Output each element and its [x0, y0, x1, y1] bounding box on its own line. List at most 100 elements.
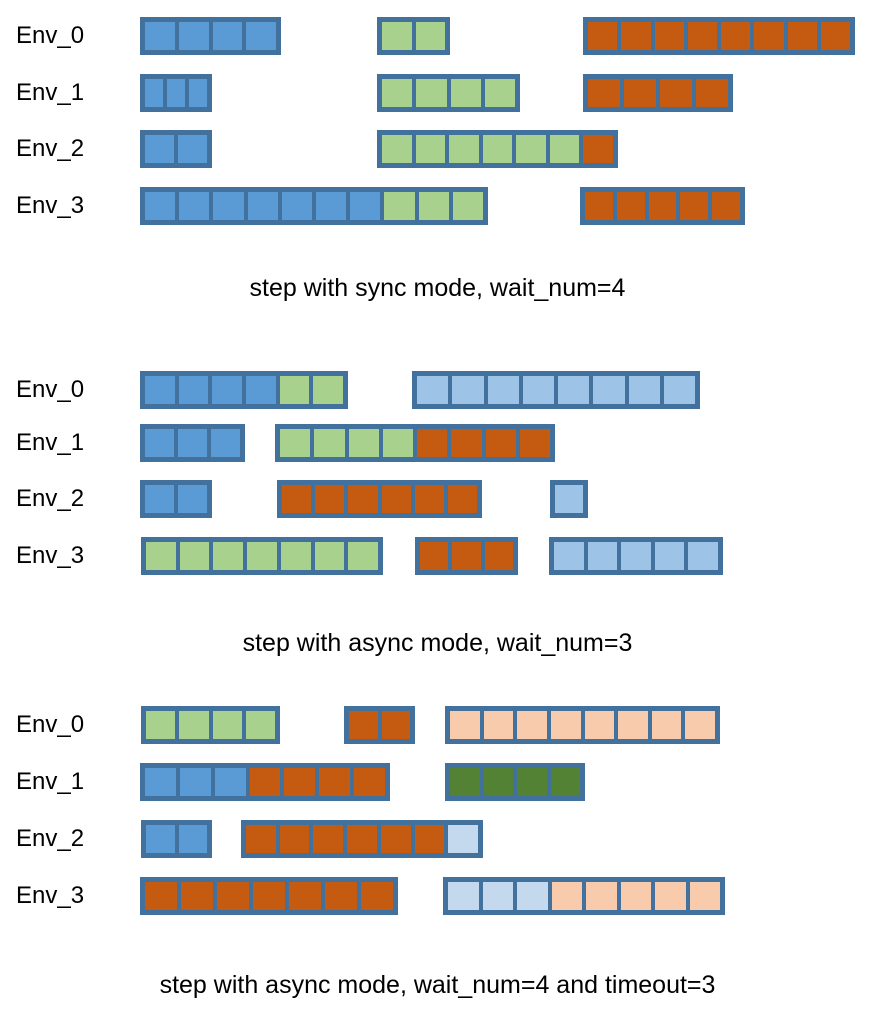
step-block-paleblue — [448, 825, 479, 853]
step-block-orange — [585, 192, 613, 220]
block-group — [241, 820, 483, 858]
block-group — [415, 537, 518, 575]
step-block-blue — [145, 485, 174, 513]
step-block-orange — [145, 882, 177, 910]
step-block-blue — [350, 192, 381, 220]
step-block-orange — [246, 825, 276, 853]
block-group — [583, 17, 855, 55]
step-block-orange — [654, 22, 684, 50]
step-block-blue — [179, 192, 210, 220]
step-block-peach — [550, 711, 581, 739]
panel-caption-async: step with async mode, wait_num=3 — [242, 629, 633, 657]
step-block-lightblue — [628, 376, 660, 404]
step-block-orange — [583, 135, 614, 163]
step-block-peach — [450, 711, 480, 739]
step-block-blue — [145, 429, 174, 457]
step-block-orange — [588, 22, 618, 50]
block-group — [377, 17, 450, 55]
step-block-orange — [660, 79, 692, 107]
env-label: Env_2 — [16, 135, 85, 162]
env-label: Env_1 — [16, 79, 85, 106]
step-block-blue — [247, 192, 278, 220]
step-block-orange — [696, 79, 728, 107]
step-block-orange — [315, 485, 345, 513]
block-group — [583, 74, 733, 112]
step-block-green — [516, 135, 546, 163]
step-block-orange — [417, 429, 448, 457]
step-block-orange — [325, 882, 357, 910]
block-group — [550, 480, 588, 518]
step-block-lightblue — [593, 376, 625, 404]
step-block-orange — [319, 768, 351, 796]
step-block-blue — [178, 485, 207, 513]
block-group — [140, 877, 398, 915]
step-block-orange — [712, 192, 740, 220]
step-block-blue — [145, 192, 176, 220]
env-label: Env_2 — [16, 485, 85, 512]
env-label: Env_1 — [16, 429, 85, 456]
step-block-green — [416, 79, 447, 107]
step-block-orange — [381, 711, 410, 739]
step-block-orange — [381, 485, 411, 513]
step-block-green — [280, 542, 311, 570]
step-block-lightblue — [555, 485, 583, 513]
step-block-lightblue — [417, 376, 449, 404]
block-group — [140, 187, 488, 225]
step-block-peach — [483, 711, 514, 739]
block-group — [412, 371, 700, 409]
block-group — [549, 537, 723, 575]
step-block-paleblue — [482, 882, 513, 910]
block-group — [140, 480, 212, 518]
step-block-blue — [178, 22, 209, 50]
step-block-green — [314, 542, 345, 570]
step-block-orange — [484, 542, 513, 570]
env-label: Env_3 — [16, 882, 85, 909]
block-group — [377, 130, 618, 168]
step-block-lightblue — [688, 542, 718, 570]
step-block-orange — [348, 485, 378, 513]
step-block-orange — [380, 825, 411, 853]
step-block-green — [348, 542, 379, 570]
step-block-blue — [145, 79, 163, 107]
step-block-lightblue — [587, 542, 618, 570]
step-block-orange — [485, 429, 516, 457]
block-group — [140, 371, 348, 409]
step-block-green — [213, 542, 244, 570]
step-block-orange — [181, 882, 213, 910]
step-block-orange — [616, 192, 645, 220]
step-block-orange — [621, 22, 651, 50]
step-block-green — [449, 135, 479, 163]
step-block-orange — [680, 192, 709, 220]
step-block-darkgreen — [550, 768, 580, 796]
step-block-blue — [167, 79, 185, 107]
env-label: Env_2 — [16, 825, 85, 852]
step-block-green — [314, 429, 345, 457]
step-block-green — [482, 135, 513, 163]
step-block-paleblue — [517, 882, 548, 910]
step-block-darkgreen — [517, 768, 547, 796]
block-group — [445, 706, 720, 744]
block-group — [275, 424, 555, 462]
step-block-green — [348, 429, 379, 457]
block-group — [140, 17, 281, 55]
step-block-paleblue — [448, 882, 479, 910]
step-block-blue — [178, 429, 207, 457]
step-block-orange — [217, 882, 249, 910]
step-block-peach — [586, 882, 617, 910]
step-block-blue — [246, 22, 276, 50]
step-block-orange — [289, 882, 321, 910]
step-block-green — [313, 376, 344, 404]
step-block-green — [450, 79, 481, 107]
env-label: Env_1 — [16, 768, 85, 795]
step-block-orange — [447, 485, 478, 513]
step-block-green — [415, 22, 445, 50]
step-block-lightblue — [554, 542, 584, 570]
step-block-orange — [754, 22, 784, 50]
step-block-lightblue — [558, 376, 590, 404]
step-block-peach — [689, 882, 720, 910]
step-block-lightblue — [621, 542, 651, 570]
block-group — [140, 74, 212, 112]
step-block-blue — [281, 192, 313, 220]
step-block-green — [179, 542, 210, 570]
step-block-orange — [687, 22, 717, 50]
